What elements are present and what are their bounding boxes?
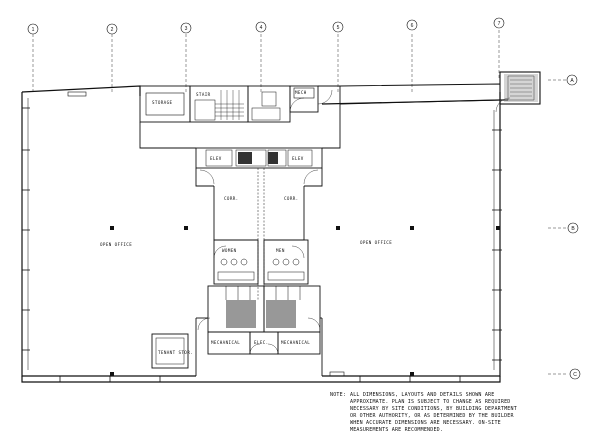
- elevator-cab-right: [268, 152, 278, 164]
- grid-label-5: 5: [337, 25, 340, 31]
- room-label-mechanical: MECHANICAL: [211, 340, 240, 345]
- column-grid: [32, 30, 568, 375]
- room-label-open-left: OPEN OFFICE: [100, 242, 132, 247]
- core-lower: [195, 186, 323, 376]
- grid-bubble-1: [27, 23, 39, 35]
- bottom-right-fixture: [329, 371, 345, 377]
- grid-bubble-4: [255, 21, 267, 33]
- room-label-tenant: TENANT STOR.: [158, 350, 193, 355]
- small-panel-top: [293, 87, 315, 99]
- grid-bubble-2: [106, 23, 118, 35]
- shaft-hatch-right: [266, 300, 296, 328]
- room-label-women: WOMEN: [222, 248, 237, 253]
- restroom-fixtures: [217, 258, 305, 300]
- radiator-unit: [67, 91, 87, 97]
- room-label-elev-right: ELEV: [292, 156, 304, 161]
- structural-columns: [110, 226, 500, 376]
- room-label-electrical: ELEC.: [254, 340, 269, 345]
- grid-bubbles: 1 2 3 4 5 6 7 A B C: [27, 17, 581, 380]
- tenant-room: [151, 333, 189, 369]
- exterior-walls: [21, 85, 508, 383]
- storage-room-fill: [145, 92, 185, 116]
- grid-label-7: 7: [498, 21, 501, 27]
- grid-bubble-c: [569, 368, 581, 380]
- grid-bubble-7: [493, 17, 505, 29]
- grid-label-a: A: [570, 78, 574, 84]
- room-label-mech-top: MECH: [295, 90, 307, 95]
- room-label-corridor-right: CORR.: [284, 196, 299, 201]
- grid-bubble-5: [332, 21, 344, 33]
- stair-tower-hatch: [504, 74, 538, 102]
- room-label-men: MEN: [276, 248, 285, 253]
- upper-corridor: [339, 71, 541, 113]
- grid-bubble-b: [567, 222, 579, 234]
- core-top: [139, 85, 341, 149]
- room-label-open-right: OPEN OFFICE: [360, 240, 392, 245]
- window-mullions: [22, 107, 502, 382]
- room-label-storage: STORAGE: [152, 100, 173, 105]
- grid-bubble-a: [566, 74, 578, 86]
- grid-label-6: 6: [411, 23, 414, 29]
- note-label: NOTE:: [330, 392, 347, 398]
- room-label-elev-left: ELEV: [210, 156, 222, 161]
- core-middle: [195, 147, 323, 300]
- grid-label-2: 2: [111, 27, 114, 33]
- note-text: ALL DIMENSIONS, LAYOUTS AND DETAILS SHOW…: [350, 392, 517, 433]
- elevator-cab-left: [238, 152, 252, 164]
- grid-label-b: B: [571, 226, 575, 232]
- grid-label-1: 1: [32, 27, 35, 33]
- grid-bubble-6: [406, 19, 418, 31]
- shaft-hatch-left: [226, 300, 256, 328]
- room-label-mechanical-right: MECHANICAL: [281, 340, 310, 345]
- room-label-corridor-left: CORR.: [224, 196, 239, 201]
- grid-label-3: 3: [185, 26, 188, 32]
- grid-label-c: C: [573, 372, 577, 378]
- room-label-stair: STAIR: [196, 92, 211, 97]
- grid-label-4: 4: [260, 25, 263, 31]
- grid-bubble-3: [180, 22, 192, 34]
